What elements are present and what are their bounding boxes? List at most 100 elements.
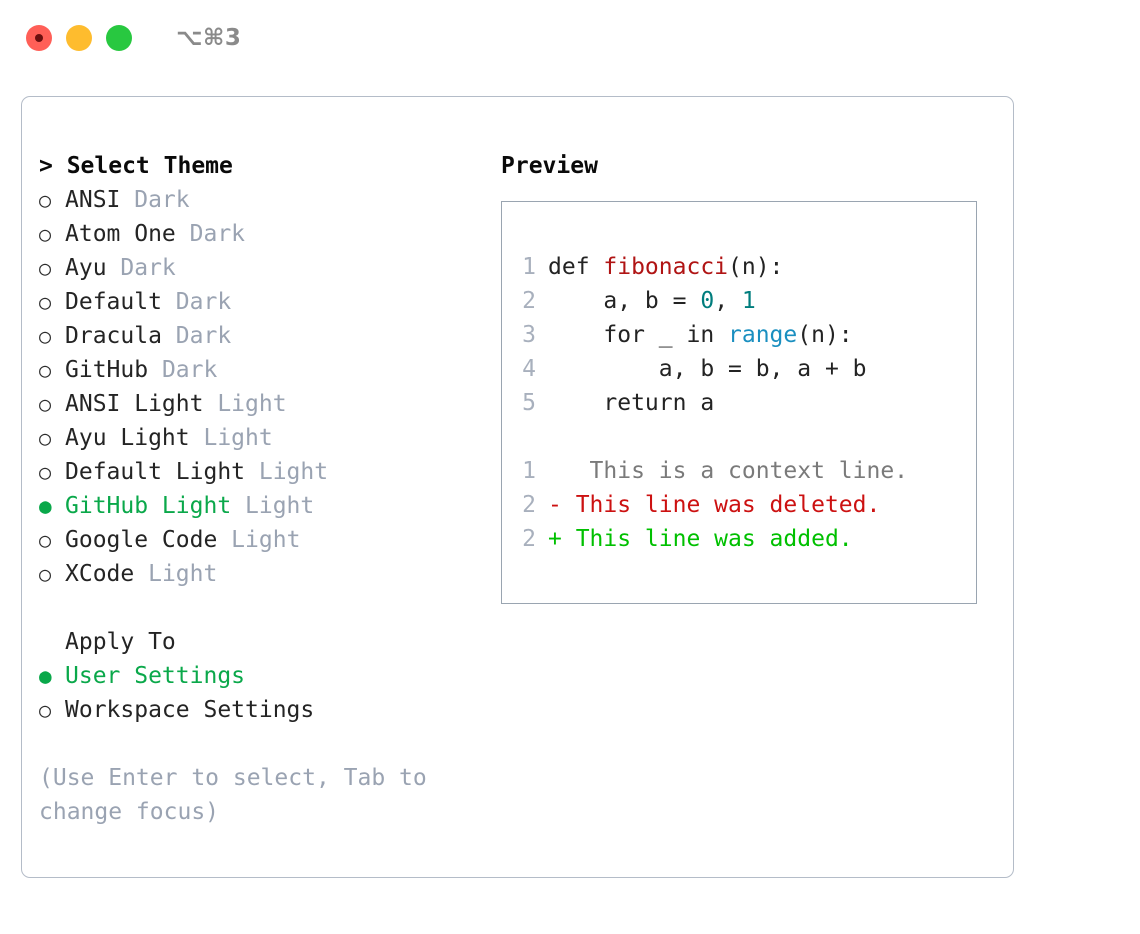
theme-selector-column: > Select Theme ○ANSI Dark○Atom One Dark○… [39,149,499,829]
keyboard-hint: (Use Enter to select, Tab to change focu… [39,765,427,825]
theme-option-variant: Light [231,493,315,519]
theme-option-variant: Light [189,425,273,451]
code-diff-gap [502,420,976,454]
code-line: 4 a, b = b, a + b [502,352,976,386]
diff-line-ctx: 1 This is a context line. [502,454,976,488]
theme-option-label: GitHub [65,357,149,383]
code-line-number: 4 [522,356,536,382]
apply-option-workspace-settings[interactable]: ○ Workspace Settings [39,693,499,727]
apply-option-label: Workspace Settings [65,697,315,723]
radio-selected-icon: ● [39,494,52,518]
theme-option-label: Default Light [65,459,246,485]
theme-option-label: Ayu [65,255,107,281]
radio-unselected-icon: ○ [39,188,52,212]
preview-header: Preview [501,153,598,179]
theme-option-label: XCode [65,561,135,587]
code-line-text: a, b = b, a + b [548,352,867,386]
theme-option-variant: Dark [175,221,246,247]
theme-list[interactable]: ○ANSI Dark○Atom One Dark○Ayu Dark○Defaul… [39,183,499,591]
theme-option-dracula[interactable]: ○ Dracula Dark [39,319,499,353]
radio-unselected-icon: ○ [39,324,52,348]
radio-unselected-icon: ○ [39,562,52,586]
diff-line-text: - This line was deleted. [548,492,881,518]
apply-to-list[interactable]: ● User Settings ○ Workspace Settings [39,659,499,727]
shortcut-label: ⌥⌘3 [176,25,242,51]
select-theme-header: > Select Theme [39,153,233,179]
code-token-plain: return a [548,390,715,416]
theme-option-google-code[interactable]: ○ Google Code Light [39,523,499,557]
apply-option-user-settings[interactable]: ● User Settings [39,659,499,693]
code-token-num: 1 [741,288,756,314]
theme-option-label: ANSI [65,187,121,213]
theme-option-atom-one[interactable]: ○ Atom One Dark [39,217,499,251]
code-line: 2 a, b = 0, 1 [502,284,976,318]
radio-selected-icon: ● [39,664,52,688]
theme-option-label: ANSI Light [65,391,204,417]
main-panel: > Select Theme ○ANSI Dark○Atom One Dark○… [21,96,1014,878]
theme-option-label: Atom One [65,221,176,247]
diff-line-add: 2+ This line was added. [502,522,976,556]
theme-option-github-light[interactable]: ● GitHub Light Light [39,489,499,523]
theme-option-github[interactable]: ○ GitHub Dark [39,353,499,387]
code-line-text: for _ in range(n): [548,318,853,352]
code-token-plain: , [714,288,742,314]
radio-unselected-icon: ○ [39,426,52,450]
code-token-plain: def [548,254,604,280]
radio-unselected-icon: ○ [39,222,52,246]
theme-option-ayu[interactable]: ○ Ayu Dark [39,251,499,285]
code-token-plain: (n): [728,254,784,280]
code-token-plain: (n): [797,322,853,348]
code-token-fn: fibonacci [603,254,729,280]
theme-option-variant: Light [203,391,287,417]
radio-unselected-icon: ○ [39,358,52,382]
radio-unselected-icon: ○ [39,460,52,484]
theme-option-variant: Light [134,561,218,587]
diff-sample: 1 This is a context line. 2 - This line wa… [502,454,976,556]
close-button[interactable] [26,25,52,51]
diff-line-number: 2 [522,492,536,518]
apply-option-label: User Settings [65,663,246,689]
diff-line-number: 1 [522,458,536,484]
theme-option-ansi[interactable]: ○ANSI Dark [39,183,499,217]
code-token-plain: a, b = b, a + b [548,356,867,382]
theme-option-ansi-light[interactable]: ○ ANSI Light Light [39,387,499,421]
theme-option-label: Dracula [65,323,162,349]
radio-unselected-icon: ○ [39,698,52,722]
code-line-number: 2 [522,288,536,314]
theme-option-variant: Dark [161,323,232,349]
list-spacer [39,591,499,625]
title-bar: ⌥⌘3 [0,0,1140,76]
radio-unselected-icon: ○ [39,392,52,416]
code-line: 1 def fibonacci(n): [502,250,976,284]
recording-indicator-icon [35,34,43,42]
theme-option-variant: Light [245,459,329,485]
theme-option-variant: Light [217,527,301,553]
code-token-num: 0 [700,288,715,314]
radio-unselected-icon: ○ [39,528,52,552]
radio-unselected-icon: ○ [39,256,52,280]
theme-option-default[interactable]: ○Default Dark [39,285,499,319]
code-token-plain: for _ in [548,322,729,348]
window-controls [26,25,132,51]
code-line-number: 1 [522,254,536,280]
theme-option-variant: Dark [106,255,176,281]
theme-option-variant: Dark [148,357,218,383]
code-line-text: def fibonacci(n): [548,250,783,284]
diff-line-number: 2 [522,526,536,552]
code-line-text: a, b = 0, 1 [548,284,756,318]
code-line-number: 5 [522,390,536,416]
minimize-button[interactable] [66,25,92,51]
theme-option-label: Google Code [65,527,218,553]
code-line: 5 return a [502,386,976,420]
maximize-button[interactable] [106,25,132,51]
code-token-built: range [728,322,798,348]
theme-option-default-light[interactable]: ○ Default Light Light [39,455,499,489]
apply-to-header: Apply To [65,629,176,655]
theme-option-label: Ayu Light [65,425,190,451]
theme-option-xcode[interactable]: ○ XCode Light [39,557,499,591]
theme-option-ayu-light[interactable]: ○ Ayu Light Light [39,421,499,455]
theme-option-label: GitHub Light [65,493,232,519]
